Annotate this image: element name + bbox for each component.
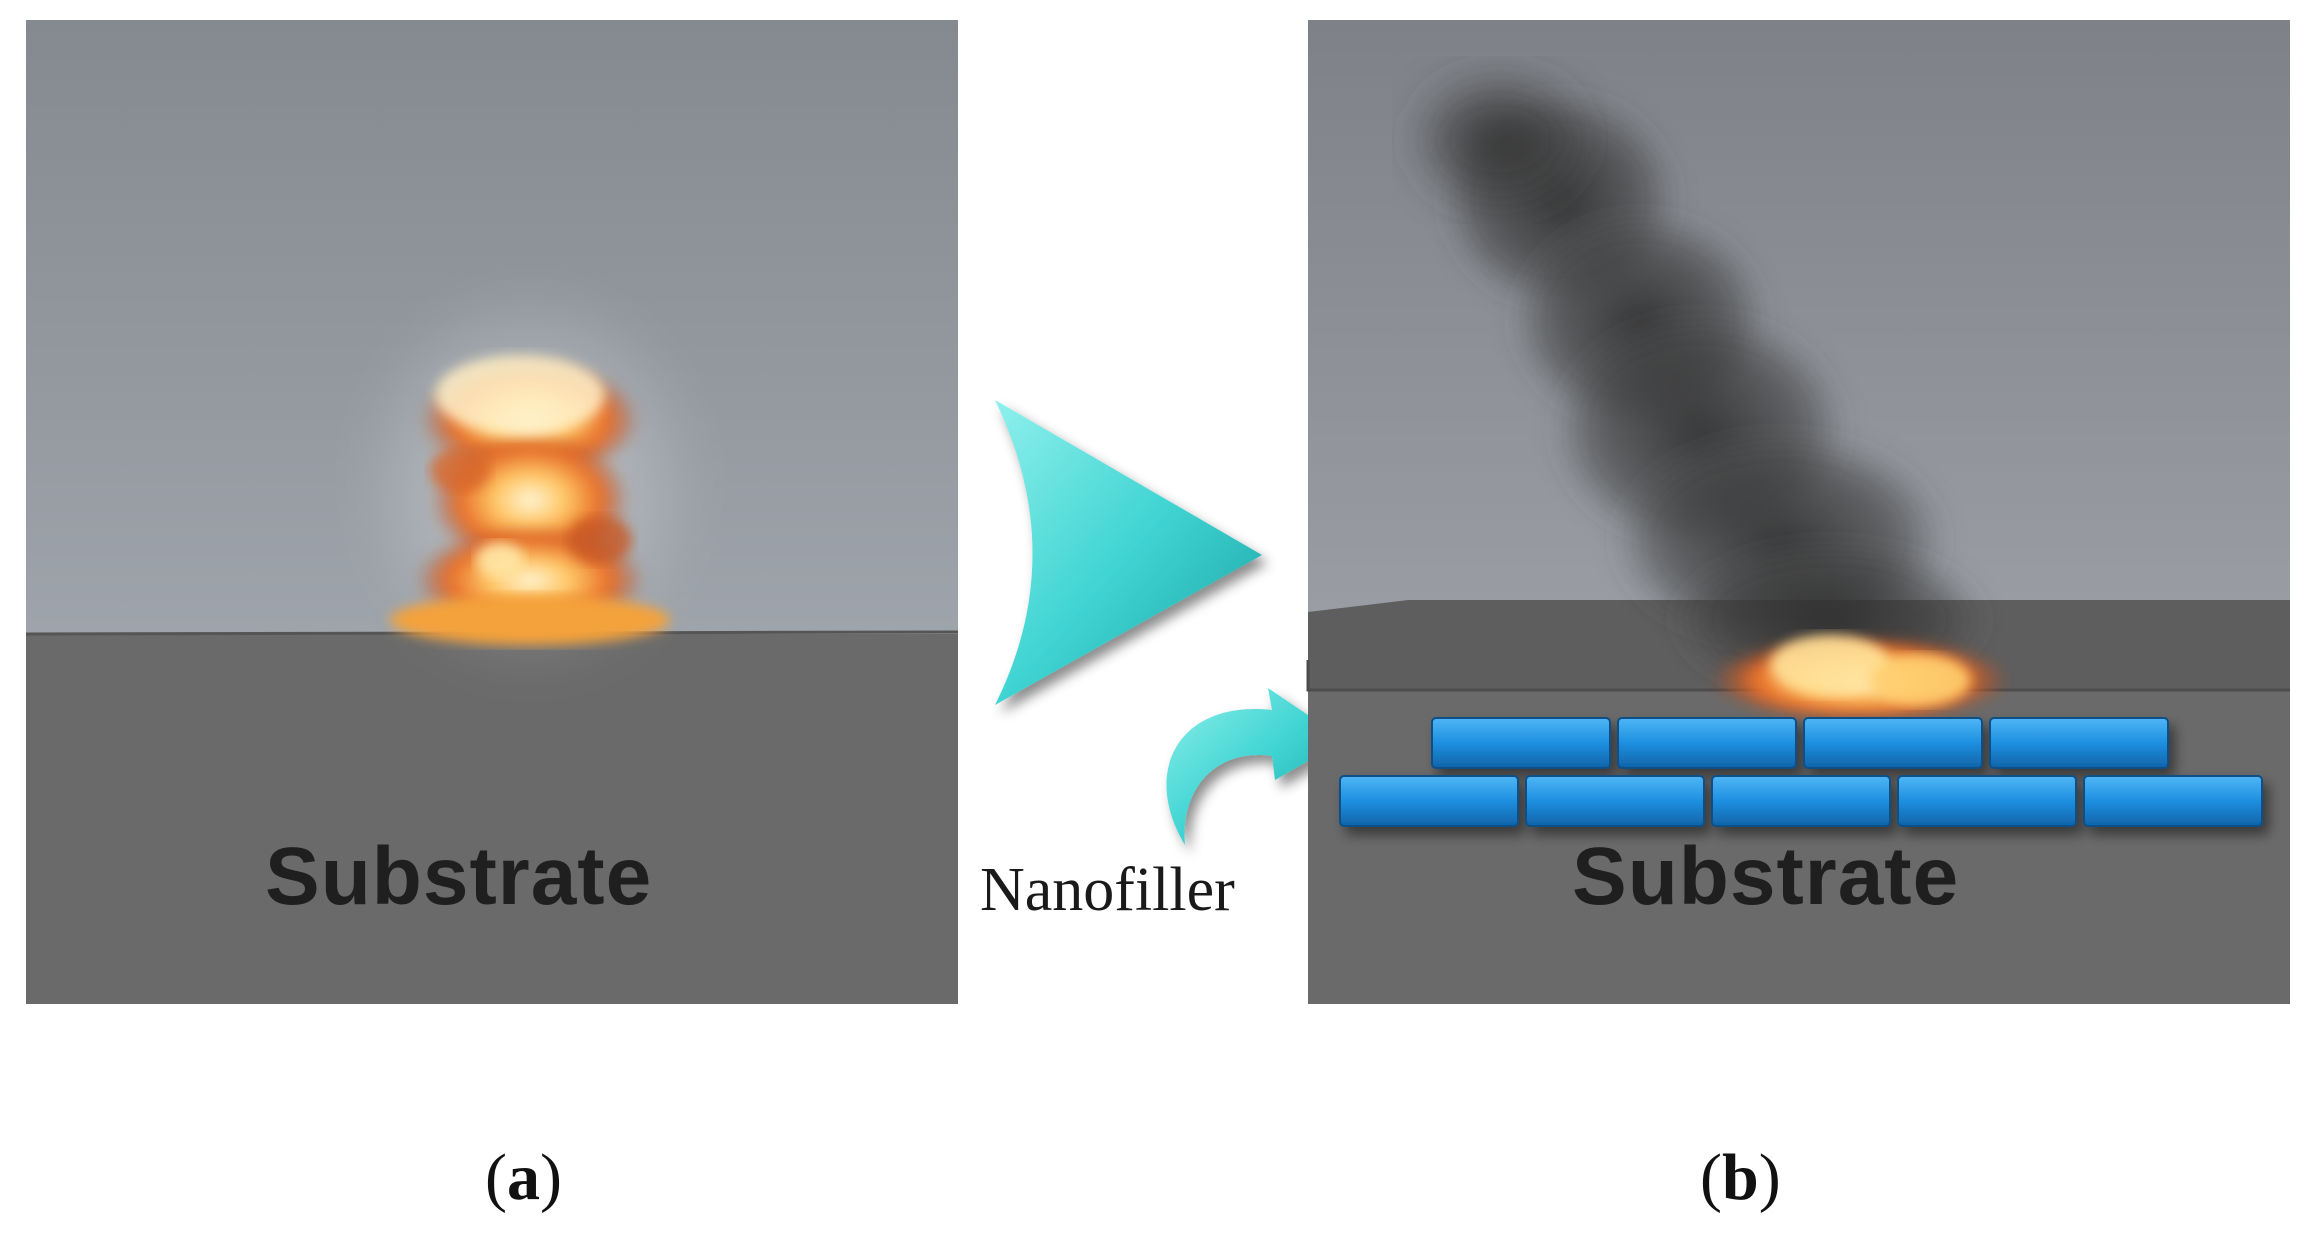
panel-a xyxy=(25,20,959,1004)
fire-icon xyxy=(350,280,710,680)
panel-a-caption-letter: a xyxy=(506,1141,540,1214)
nanofiller-brick-icon xyxy=(1339,717,2263,827)
panel-b-caption: (b) xyxy=(1700,1141,1781,1214)
process-arrow-icon xyxy=(995,400,1262,705)
panel-a-caption: (a) xyxy=(485,1141,562,1214)
panel-b-caption-letter: b xyxy=(1721,1141,1759,1214)
panel-a-substrate-label: Substrate xyxy=(265,831,653,922)
curved-arrow-icon xyxy=(1166,688,1345,845)
panel-a-substrate xyxy=(26,634,958,1004)
panel-b-substrate-label: Substrate xyxy=(1572,831,1960,922)
fire-icon xyxy=(1710,635,2010,725)
nanofiller-label: Nanofiller xyxy=(980,856,1235,924)
panel-b xyxy=(1306,20,2290,1004)
